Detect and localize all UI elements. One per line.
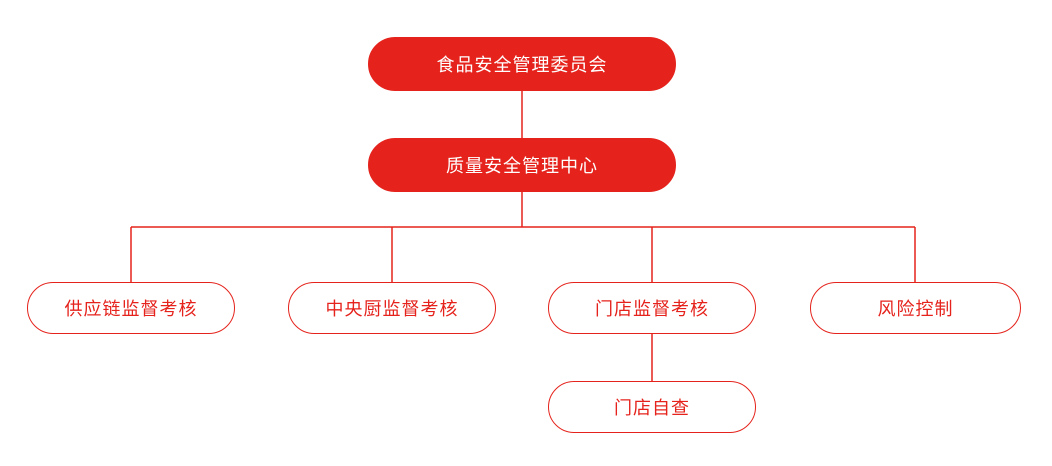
node-central-kitchen-audit: 中央厨监督考核	[288, 282, 496, 334]
node-supply-chain-audit: 供应链监督考核	[27, 282, 235, 334]
node-label: 门店自查	[614, 398, 690, 419]
node-label: 中央厨监督考核	[325, 299, 459, 320]
node-label: 门店监督考核	[595, 299, 709, 320]
node-label: 供应链监督考核	[64, 299, 198, 320]
node-label: 食品安全管理委员会	[436, 55, 608, 76]
node-store-audit: 门店监督考核	[548, 282, 756, 334]
node-label: 风险控制	[877, 299, 954, 320]
node-store-self-check: 门店自查	[548, 381, 756, 433]
node-label: 质量安全管理中心	[446, 156, 598, 177]
node-food-safety-committee: 食品安全管理委员会	[368, 37, 676, 91]
node-risk-control: 风险控制	[810, 282, 1021, 334]
node-quality-safety-center: 质量安全管理中心	[368, 138, 676, 192]
